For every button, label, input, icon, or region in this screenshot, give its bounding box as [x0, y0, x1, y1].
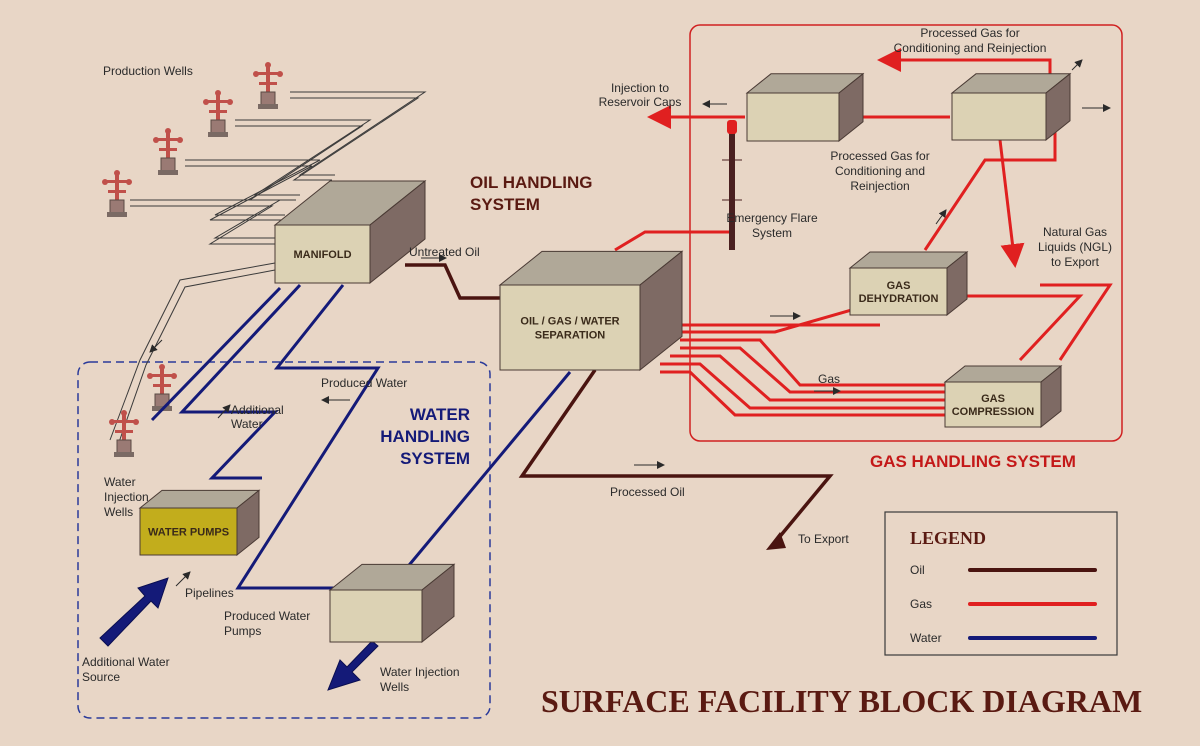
pipelines-label: Pipelines: [185, 586, 234, 600]
water-lines: [150, 283, 572, 590]
gas-compression-box-label: GAS: [981, 393, 1005, 405]
injection-reservoir-label: Injection to: [611, 81, 669, 95]
separation-box: OIL / GAS / WATER SEPARATION: [498, 250, 684, 372]
water-injection-wells-left-label: Water: [104, 475, 136, 489]
water-pumps-box: WATER PUMPS: [138, 489, 261, 557]
water-handling-system-label: WATER: [410, 405, 470, 424]
wellhead-icon: [203, 90, 233, 137]
gas-compression-box-label: COMPRESSION: [952, 406, 1035, 418]
processed-gas-mid-label: Processed Gas for: [830, 149, 929, 163]
production-wells-label: Production Wells: [103, 64, 193, 78]
manifold-box: MANIFOLD: [273, 179, 427, 285]
produced-water-label: Produced Water: [321, 376, 407, 390]
water-handling-system-label: SYSTEM: [400, 449, 470, 468]
untreated-oil-label: Untreated Oil: [409, 245, 480, 259]
gas-dehydration-box-label: GAS: [887, 280, 911, 292]
manifold-box-label: MANIFOLD: [293, 249, 351, 261]
wellhead-icon: [147, 364, 177, 411]
separation-box-label: SEPARATION: [535, 330, 606, 342]
water-injection-wells-bottom-label: Wells: [380, 680, 409, 694]
ngl-label: Liquids (NGL): [1038, 240, 1112, 254]
flow-arrow: [149, 339, 163, 353]
water-injection-wells-bottom-label: Water Injection: [380, 665, 460, 679]
additional-water-label: Water: [231, 417, 263, 431]
oil-lines: [405, 263, 834, 548]
water-injection-wells-left-label: Injection: [104, 490, 149, 504]
emergency-flare-stack: [722, 120, 742, 250]
produced-water-pumps-box: [328, 563, 456, 644]
ngl-label: Natural Gas: [1043, 225, 1107, 239]
injection-reservoir-label: Reservoir Caps: [599, 95, 682, 109]
to-export-arrowhead: [766, 532, 786, 550]
wellheads: [102, 62, 283, 457]
additional-water-source-label: Source: [82, 670, 120, 684]
wellhead-icon: [109, 410, 139, 457]
well-tie-lines: [109, 91, 427, 446]
legend-item-oil: Oil: [910, 563, 1097, 577]
emergency-flare-label: Emergency Flare: [726, 211, 818, 225]
additional-water-source-arrow: [99, 577, 169, 647]
to-export-label: To Export: [798, 532, 849, 546]
equipment-boxes: MANIFOLD OIL / GAS / WATER SEPARATION WATER…: [138, 72, 1072, 644]
ngl-label: to Export: [1051, 255, 1100, 269]
legend-item-water: Water: [910, 631, 1097, 645]
diagram-title: SURFACE FACILITY BLOCK DIAGRAM: [541, 683, 1142, 719]
legend-label: Water: [910, 631, 942, 645]
legend-label: Oil: [910, 563, 925, 577]
gas-label: Gas: [818, 372, 840, 386]
water-injection-wells-left-label: Wells: [104, 505, 133, 519]
legend-title: LEGEND: [910, 528, 986, 548]
gas-conditioning-box-right: [950, 72, 1072, 142]
wellhead-icon: [253, 62, 283, 109]
gas-handling-system-label: GAS HANDLING SYSTEM: [870, 452, 1076, 471]
processed-gas-mid-label: Conditioning and: [835, 164, 925, 178]
processed-gas-top-label: Processed Gas for: [920, 26, 1019, 40]
wellhead-icon: [153, 128, 183, 175]
wellhead-icon: [102, 170, 132, 217]
gas-conditioning-box-left: [745, 72, 865, 143]
produced-water-pumps-label: Produced Water: [224, 609, 310, 623]
emergency-flare-label: System: [752, 226, 792, 240]
additional-water-source-label: Additional Water: [82, 655, 170, 669]
water-injection-wells-arrow: [327, 640, 379, 691]
separation-box-label: OIL / GAS / WATER: [520, 316, 619, 328]
processed-gas-mid-label: Reinjection: [850, 179, 909, 193]
oil-handling-system-label: SYSTEM: [470, 195, 540, 214]
legend-item-gas: Gas: [910, 597, 1097, 611]
legend-label: Gas: [910, 597, 932, 611]
gas-lines: [614, 48, 1113, 417]
water-handling-system-label: HANDLING: [380, 427, 470, 446]
oil-handling-system-label: OIL HANDLING: [470, 173, 592, 192]
water-handling-region: [77, 361, 491, 719]
produced-water-pumps-label: Pumps: [224, 624, 261, 638]
gas-dehydration-box-label: DEHYDRATION: [859, 293, 939, 305]
direction-arrows: [175, 59, 1111, 587]
additional-water-label: Additional: [231, 403, 284, 417]
processed-oil-label: Processed Oil: [610, 485, 685, 499]
water-pumps-box-label: WATER PUMPS: [148, 526, 229, 538]
processed-gas-top-label: Conditioning and Reinjection: [894, 41, 1047, 55]
